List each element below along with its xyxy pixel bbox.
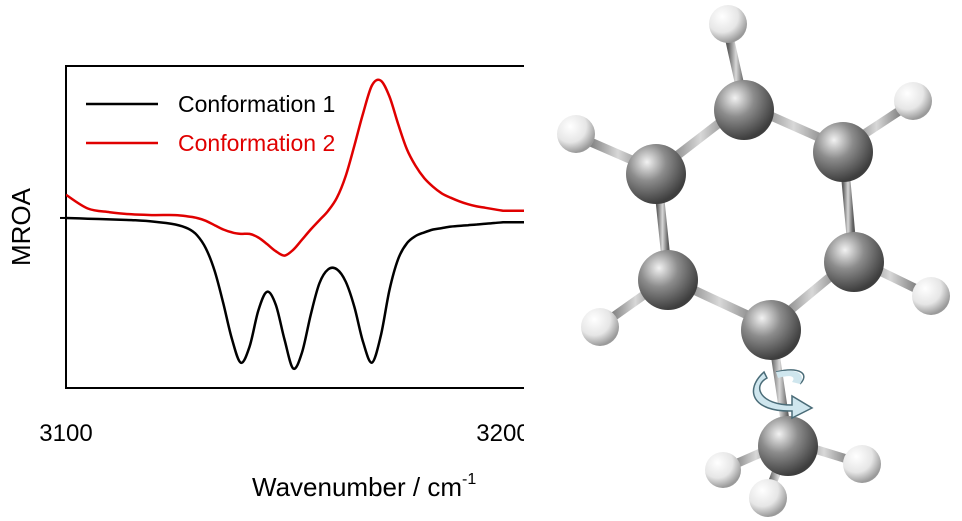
carbon-atom <box>824 232 884 292</box>
molecule-model <box>557 5 950 517</box>
hydrogen-atom <box>705 452 741 488</box>
series-layer <box>66 78 524 371</box>
x-tick-label-3100: 3100 <box>39 420 92 447</box>
hydrogen-atoms <box>557 5 950 488</box>
carbon-atom <box>638 250 698 310</box>
x-axis-label-main: Wavenumber / cm <box>252 472 462 502</box>
carbon-atom <box>741 300 801 360</box>
chart: Conformation 1 Conformation 2 MROA 3100 … <box>6 55 544 510</box>
carbon-atom <box>714 80 774 140</box>
x-tick-label-3200: 3200 <box>476 420 529 447</box>
y-axis-label: MROA <box>6 187 36 266</box>
legend-label-conformation-2: Conformation 2 <box>178 130 335 156</box>
carbon-atom <box>813 122 873 182</box>
hydrogen-atom <box>557 115 595 153</box>
hydrogen-atom <box>843 445 881 483</box>
series-line-conformation-1 <box>66 216 524 371</box>
x-axis-label-superscript: -1 <box>462 471 476 488</box>
rotation-arrow-icon <box>752 369 814 420</box>
carbon-atom <box>758 416 818 476</box>
hydrogen-atom <box>894 82 932 120</box>
carbon-atoms <box>626 80 884 360</box>
hydrogen-atom <box>912 277 950 315</box>
series-line-conformation-2 <box>66 78 524 257</box>
legend: Conformation 1 Conformation 2 <box>86 91 335 156</box>
hydrogen-atom <box>709 5 747 43</box>
legend-label-conformation-1: Conformation 1 <box>178 91 335 117</box>
hydrogen-atom <box>581 308 619 346</box>
carbon-atom <box>626 144 686 204</box>
hydrogen-atom <box>749 479 787 517</box>
x-axis-label: Wavenumber / cm-1 <box>252 471 476 502</box>
